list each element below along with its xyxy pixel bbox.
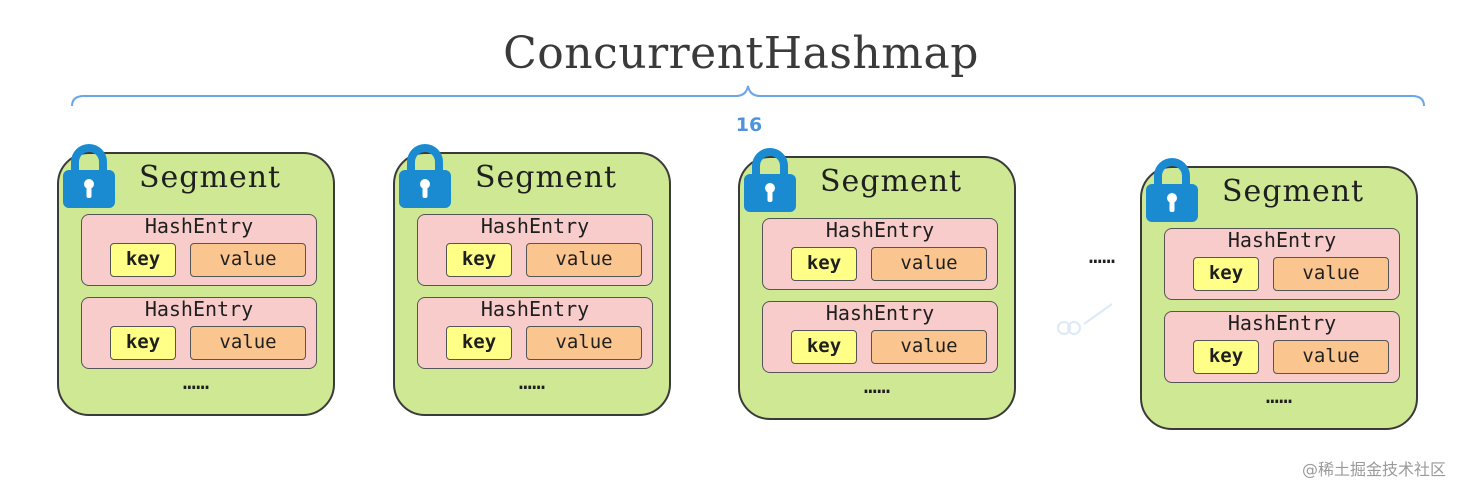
more-segments-ellipsis: ……	[1088, 244, 1116, 269]
value-box: value	[1273, 257, 1389, 291]
hash-entry: HashEntry key value	[762, 301, 998, 373]
hash-entry-label: HashEntry	[1227, 311, 1337, 335]
lock-icon	[1146, 158, 1198, 222]
key-box: key	[110, 243, 176, 277]
segment-label: Segment	[1222, 174, 1365, 209]
hash-entry: HashEntry key value	[417, 297, 653, 369]
more-entries-ellipsis: ……	[863, 374, 891, 399]
diagram-title: ConcurrentHashmap	[503, 28, 979, 79]
more-entries-ellipsis: ……	[1265, 384, 1293, 409]
key-box: key	[791, 247, 857, 281]
hash-entry-label: HashEntry	[825, 218, 935, 242]
hash-entry-label: HashEntry	[1227, 228, 1337, 252]
hash-entry-label: HashEntry	[480, 297, 590, 321]
segment-label: Segment	[139, 160, 282, 195]
watermark-text: @稀土掘金技术社区	[1302, 460, 1447, 479]
value-box: value	[871, 330, 987, 364]
key-box: key	[1193, 340, 1259, 374]
key-box: key	[446, 243, 512, 277]
hash-entry-label: HashEntry	[480, 214, 590, 238]
brace-bracket	[71, 85, 1425, 107]
hash-entry-label: HashEntry	[144, 214, 254, 238]
hash-entry: HashEntry key value	[81, 297, 317, 369]
hash-entry: HashEntry key value	[81, 214, 317, 286]
value-box: value	[1273, 340, 1389, 374]
segment-count-label: 16	[735, 114, 763, 136]
segment-label: Segment	[820, 164, 963, 199]
lock-icon	[399, 144, 451, 208]
value-box: value	[871, 247, 987, 281]
key-box: key	[446, 326, 512, 360]
segment-box: Segment HashEntry key value HashEntry ke…	[57, 144, 335, 416]
more-entries-ellipsis: ……	[518, 370, 546, 395]
hash-entry: HashEntry key value	[762, 218, 998, 290]
faint-watermark-mark	[1057, 303, 1113, 335]
key-box: key	[110, 326, 176, 360]
lock-icon	[63, 144, 115, 208]
segment-label: Segment	[475, 160, 618, 195]
hash-entry-label: HashEntry	[825, 301, 935, 325]
value-box: value	[190, 326, 306, 360]
hash-entry-label: HashEntry	[144, 297, 254, 321]
segment-box: Segment HashEntry key value HashEntry ke…	[1140, 158, 1418, 430]
more-entries-ellipsis: ……	[182, 370, 210, 395]
value-box: value	[190, 243, 306, 277]
hash-entry: HashEntry key value	[1164, 228, 1400, 300]
key-box: key	[791, 330, 857, 364]
value-box: value	[526, 326, 642, 360]
lock-icon	[744, 148, 796, 212]
hash-entry: HashEntry key value	[1164, 311, 1400, 383]
value-box: value	[526, 243, 642, 277]
key-box: key	[1193, 257, 1259, 291]
hash-entry: HashEntry key value	[417, 214, 653, 286]
segment-box: Segment HashEntry key value HashEntry ke…	[393, 144, 671, 416]
segment-box: Segment HashEntry key value HashEntry ke…	[738, 148, 1016, 420]
